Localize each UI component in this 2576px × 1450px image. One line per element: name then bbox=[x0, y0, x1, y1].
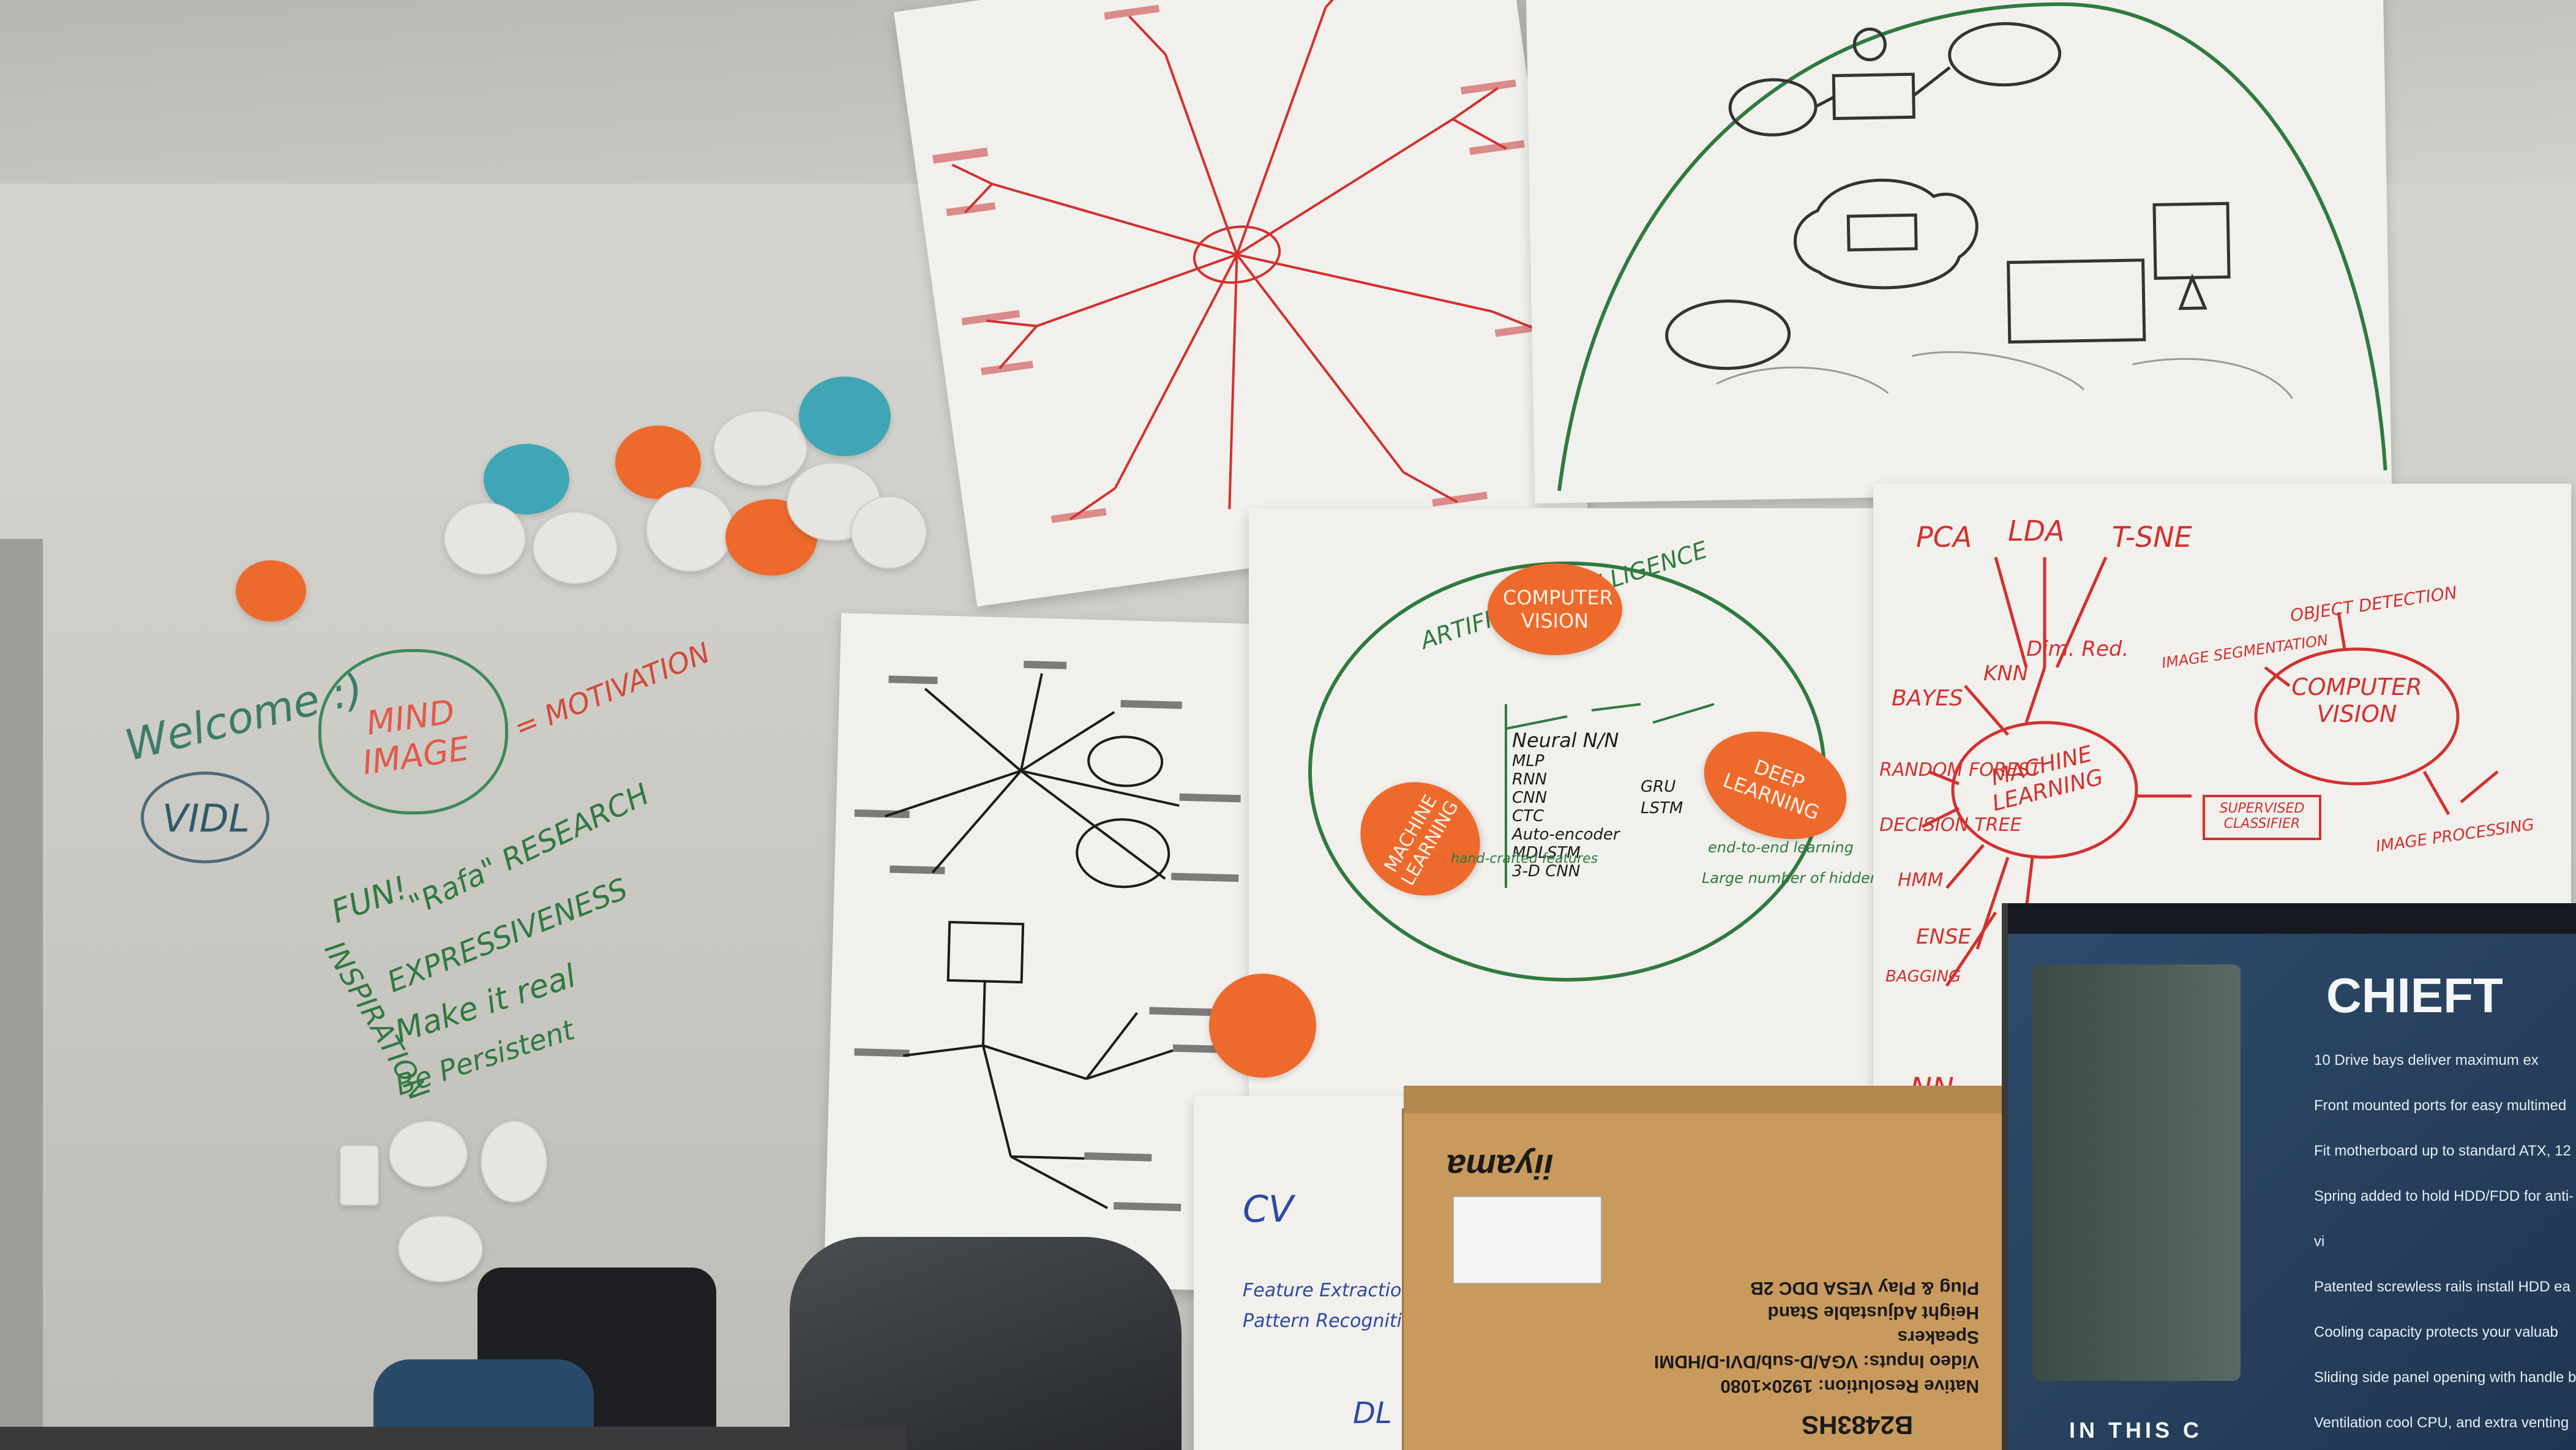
wall-corner bbox=[0, 539, 43, 1450]
spec-line: Video Inputs: VGA/D-sub/DVI-D/HDMI bbox=[1653, 1351, 1979, 1372]
neural-item: CTC bbox=[1512, 807, 1544, 825]
sticky-paper-6 bbox=[851, 496, 927, 569]
gru-label: GRU bbox=[1641, 778, 1676, 796]
case-feature-line: 10 Drive bays deliver maximum ex bbox=[2314, 1052, 2539, 1069]
case-box-top-strip bbox=[2008, 903, 2576, 934]
case-feature-line: Patented screwless rails install HDD ea bbox=[2314, 1279, 2570, 1295]
deep-learning-label: DEEP LEARNING bbox=[1720, 754, 1823, 825]
sticky-paper-8 bbox=[481, 1121, 547, 1203]
case-feature-line: Fit motherboard up to standard ATX, 12 bbox=[2314, 1143, 2571, 1159]
case-feature-line: Cooling capacity protects your valuab bbox=[2314, 1324, 2558, 1340]
ml-note: hand-crafted features bbox=[1451, 851, 1598, 866]
sticky-teal-2 bbox=[799, 377, 891, 456]
decision-tree-label: DECISION TREE bbox=[1879, 814, 2022, 836]
tsne-label: T-SNE bbox=[2112, 520, 2192, 554]
monitor-box-top bbox=[1404, 1086, 2010, 1113]
sticky-paper-9 bbox=[398, 1215, 483, 1282]
mind-image-cloud bbox=[318, 649, 508, 814]
sticky-paper-7 bbox=[389, 1121, 468, 1187]
cv-item-pattern: Pattern Recognition bbox=[1243, 1310, 1425, 1332]
neural-item: Neural N/N bbox=[1512, 729, 1619, 752]
neural-item: MLP bbox=[1512, 752, 1544, 770]
case-features: 10 Drive bays deliver maximum ex Front m… bbox=[2314, 1038, 2576, 1450]
sticky-orange-1 bbox=[236, 560, 306, 622]
neural-item: RNN bbox=[1512, 770, 1547, 789]
neural-item: CNN bbox=[1512, 789, 1548, 807]
monitor-box: iiyama Native Resolution: 1920×1080 Vide… bbox=[1402, 1086, 2012, 1450]
desk-edge bbox=[0, 1427, 906, 1450]
cv-item-feature: Feature Extraction bbox=[1243, 1280, 1413, 1301]
case-feature-line: Front mounted ports for easy multimed bbox=[2314, 1097, 2567, 1114]
semicircle-diagram bbox=[1557, 2, 2387, 491]
bayes-label: BAYES bbox=[1892, 686, 1963, 711]
supervised-classifier-label: SUPERVISED CLASSIFIER bbox=[2219, 801, 2305, 832]
neural-item: MDLSTM bbox=[1512, 844, 1581, 862]
vidl-text: VIDL bbox=[162, 796, 250, 841]
black-mindmap-sheet bbox=[823, 613, 1264, 1291]
sticky-teal-1 bbox=[484, 444, 569, 514]
sticky-paper-2 bbox=[444, 502, 526, 575]
motivation-text: = MOTIVATION bbox=[509, 636, 715, 745]
dl-note-1: end-to-end learning bbox=[1708, 839, 1854, 856]
case-feature-line: Sliding side panel opening with handle b bbox=[2314, 1369, 2576, 1386]
case-feature-line: Spring added to hold HDD/FDD for anti-vi bbox=[2314, 1188, 2574, 1250]
ml-cv-lines bbox=[1921, 556, 2499, 987]
case-feature-line: Ventilation cool CPU, and extra venting … bbox=[2314, 1414, 2569, 1431]
black-mindmap-drawing bbox=[854, 660, 1241, 1212]
dim-red-label: Dim. Red. bbox=[2026, 637, 2129, 661]
sticky-paper-10 bbox=[340, 1145, 379, 1206]
shipping-label bbox=[1453, 1196, 1602, 1284]
case-bottom-text: IN THIS C bbox=[2069, 1418, 2203, 1443]
green-semicircle-sheet bbox=[1526, 0, 2392, 504]
pca-label: PCA bbox=[1916, 520, 1972, 554]
random-forest-label: RANDOM FOREST bbox=[1879, 759, 2041, 781]
sticky-paper-4 bbox=[646, 487, 734, 572]
neural-list: Neural N/N MLP RNN CNN CTC Auto-encoder … bbox=[1512, 729, 1634, 881]
knn-label: KNN bbox=[1983, 661, 2029, 686]
sticky-paper-3 bbox=[533, 511, 618, 584]
hmm-label: HMM bbox=[1898, 870, 1944, 891]
ai-diagram-sheet: ARTIFICIAL INTELLIGENCE COMPUTER VISION … bbox=[1249, 508, 1898, 1102]
cv-title: CV bbox=[1243, 1188, 1294, 1231]
spec-line: Plug & Play VESA DDC 2B bbox=[1750, 1278, 1979, 1298]
red-mindmap-drawing bbox=[932, 0, 1551, 524]
monitor-brand: iiyama bbox=[1447, 1148, 1554, 1186]
case-box: CHIEFT 10 Drive bays deliver maximum ex … bbox=[2002, 903, 2576, 1450]
case-illustration bbox=[2032, 964, 2241, 1381]
spec-line: Native Resolution: 1920×1080 bbox=[1720, 1376, 1979, 1396]
lda-label: LDA bbox=[2008, 514, 2065, 547]
computer-vision-sticky: COMPUTER VISION bbox=[1488, 563, 1622, 655]
cv-center-label: COMPUTER VISION bbox=[2291, 674, 2422, 727]
monitor-model: B2483HS bbox=[1802, 1411, 1914, 1440]
lstm-label: LSTM bbox=[1641, 799, 1683, 817]
sticky-orange-4 bbox=[1209, 974, 1316, 1078]
bagging-label: BAGGING bbox=[1885, 967, 1961, 986]
sticky-paper-1 bbox=[713, 410, 807, 486]
neural-item: Auto-encoder bbox=[1512, 825, 1620, 844]
vidl-cloud bbox=[141, 772, 269, 863]
neural-item: 3-D CNN bbox=[1512, 862, 1581, 881]
spec-line: Height Adjustable Stand bbox=[1767, 1302, 1979, 1323]
computer-vision-label: COMPUTER VISION bbox=[1503, 586, 1613, 633]
cv-footer: DL bbox=[1353, 1396, 1392, 1430]
dl-note-2: Large number of hidden layers bbox=[1702, 870, 1898, 887]
jacket bbox=[790, 1237, 1181, 1450]
spec-line: Speakers bbox=[1897, 1327, 1979, 1347]
keyword-fun: FUN! bbox=[326, 869, 413, 931]
ense-label: ENSE bbox=[1916, 925, 1971, 949]
monitor-specs: Native Resolution: 1920×1080 Video Input… bbox=[1636, 1275, 1979, 1398]
case-brand: CHIEFT bbox=[2326, 968, 2503, 1023]
machine-learning-label: MACHINE LEARNING bbox=[1380, 791, 1463, 890]
red-mindmap-sheet bbox=[894, 0, 1590, 607]
